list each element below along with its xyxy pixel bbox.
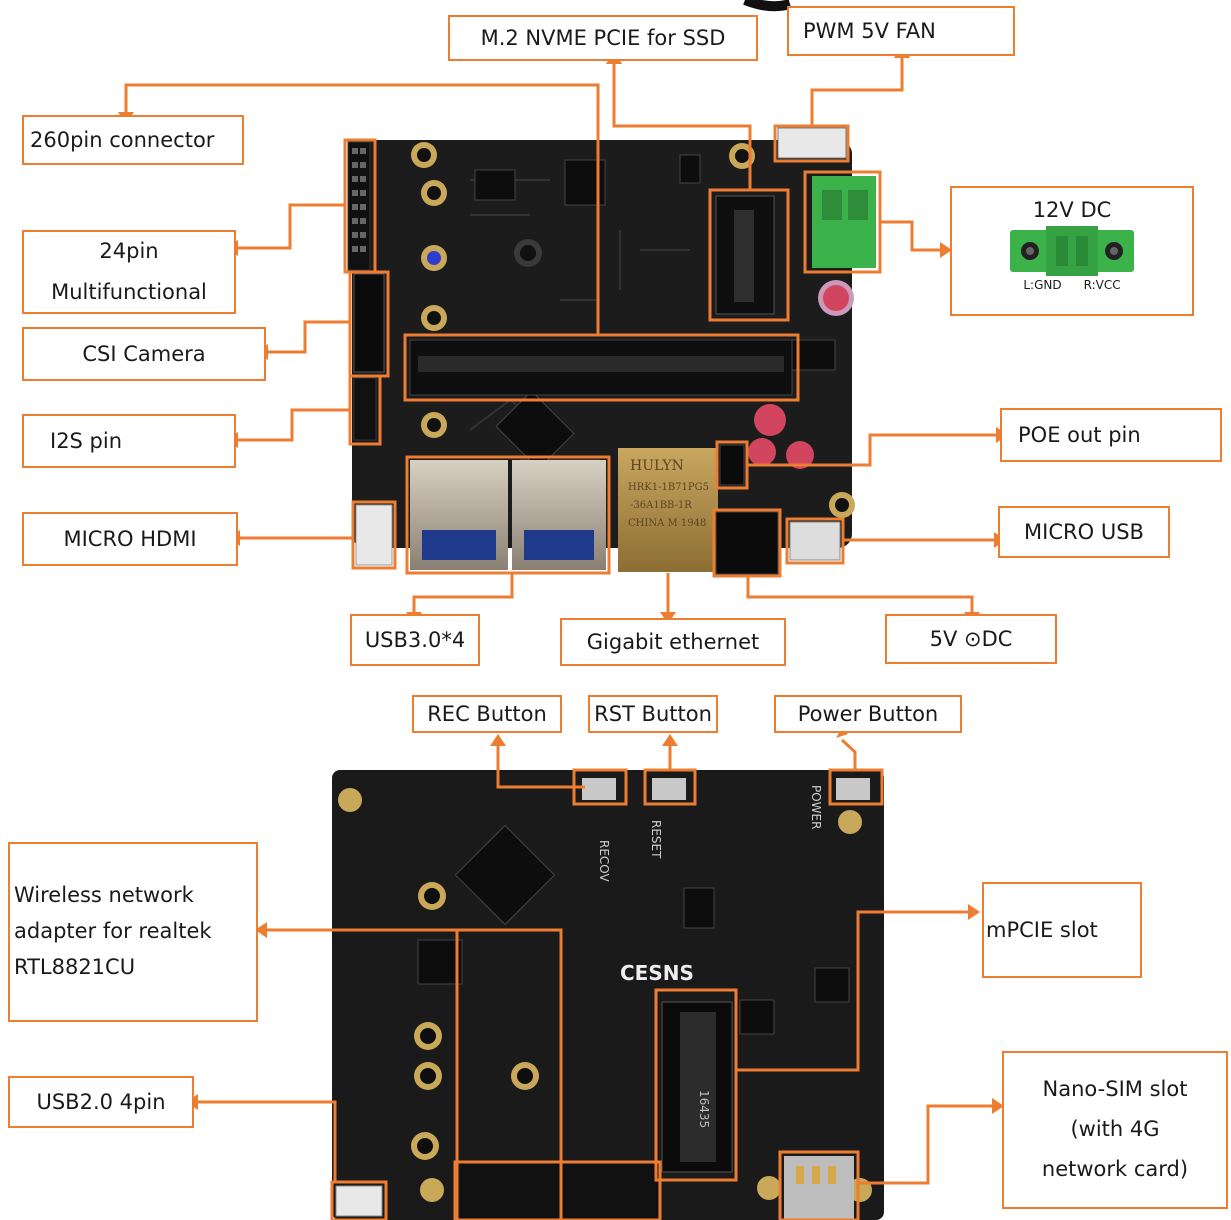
power-button-label: Power Button xyxy=(774,695,962,733)
power-silkscreen: POWER xyxy=(809,785,823,829)
csi-camera-label: CSI Camera xyxy=(22,327,266,381)
wifi-line1: Wireless network xyxy=(14,878,194,914)
terminal-block-icon xyxy=(1010,226,1134,276)
sim-line3: network card) xyxy=(1042,1150,1188,1190)
wifi-line2: adapter for realtek xyxy=(14,914,212,950)
wifi-line3: RTL8821CU xyxy=(14,950,135,986)
micro-usb-label: MICRO USB xyxy=(998,506,1170,558)
poe-label: POE out pin xyxy=(1000,408,1222,462)
pin260-label: 260pin connector xyxy=(22,115,244,165)
ethernet-chip-text-3: -36A1BB-1R xyxy=(630,500,692,511)
fan-label: PWM 5V FAN xyxy=(787,6,1015,56)
dc5-label: 5V ⊙DC xyxy=(885,614,1057,664)
recov-silkscreen: RECOV xyxy=(597,840,611,883)
usb2-4pin-label: USB2.0 4pin xyxy=(8,1076,194,1128)
dc12-vcc-label: R:VCC xyxy=(1084,278,1121,292)
dc12-gnd-label: L:GND xyxy=(1023,278,1061,292)
pin24-line1: 24pin xyxy=(99,231,158,272)
i2s-label: I2S pin xyxy=(22,414,236,468)
sim-line1: Nano-SIM slot xyxy=(1043,1070,1188,1110)
pin24-label: 24pin Multifunctional xyxy=(22,230,236,314)
micro-hdmi-label: MICRO HDMI xyxy=(22,512,238,566)
usb3-label: USB3.0*4 xyxy=(350,614,480,666)
sim-line2: (with 4G xyxy=(1070,1110,1159,1150)
ethernet-chip-text-2: HRK1-1B71PG5 xyxy=(628,482,709,493)
gigabit-ethernet-label: Gigabit ethernet xyxy=(560,618,786,666)
mpcie-chip-text: 16435 xyxy=(697,1090,711,1128)
wifi-adapter-label: Wireless network adapter for realtek RTL… xyxy=(8,842,258,1022)
m2-nvme-label: M.2 NVME PCIE for SSD xyxy=(448,15,758,61)
ethernet-chip-text-4: CHINA M 1948 xyxy=(628,518,706,529)
board-logo: CESNS xyxy=(620,961,694,985)
rst-button-label: RST Button xyxy=(588,695,718,733)
mpcie-slot-label: mPCIE slot xyxy=(982,882,1142,978)
pin24-line2: Multifunctional xyxy=(51,272,207,313)
dc12-label-box: 12V DC L:GND R:VCC xyxy=(950,186,1194,316)
nano-sim-label: Nano-SIM slot (with 4G network card) xyxy=(1002,1051,1228,1209)
reset-silkscreen: RESET xyxy=(649,820,663,859)
rec-button-label: REC Button xyxy=(412,695,562,733)
ethernet-chip-text-1: HULYN xyxy=(630,458,684,474)
dc12-title: 12V DC xyxy=(1033,198,1112,222)
